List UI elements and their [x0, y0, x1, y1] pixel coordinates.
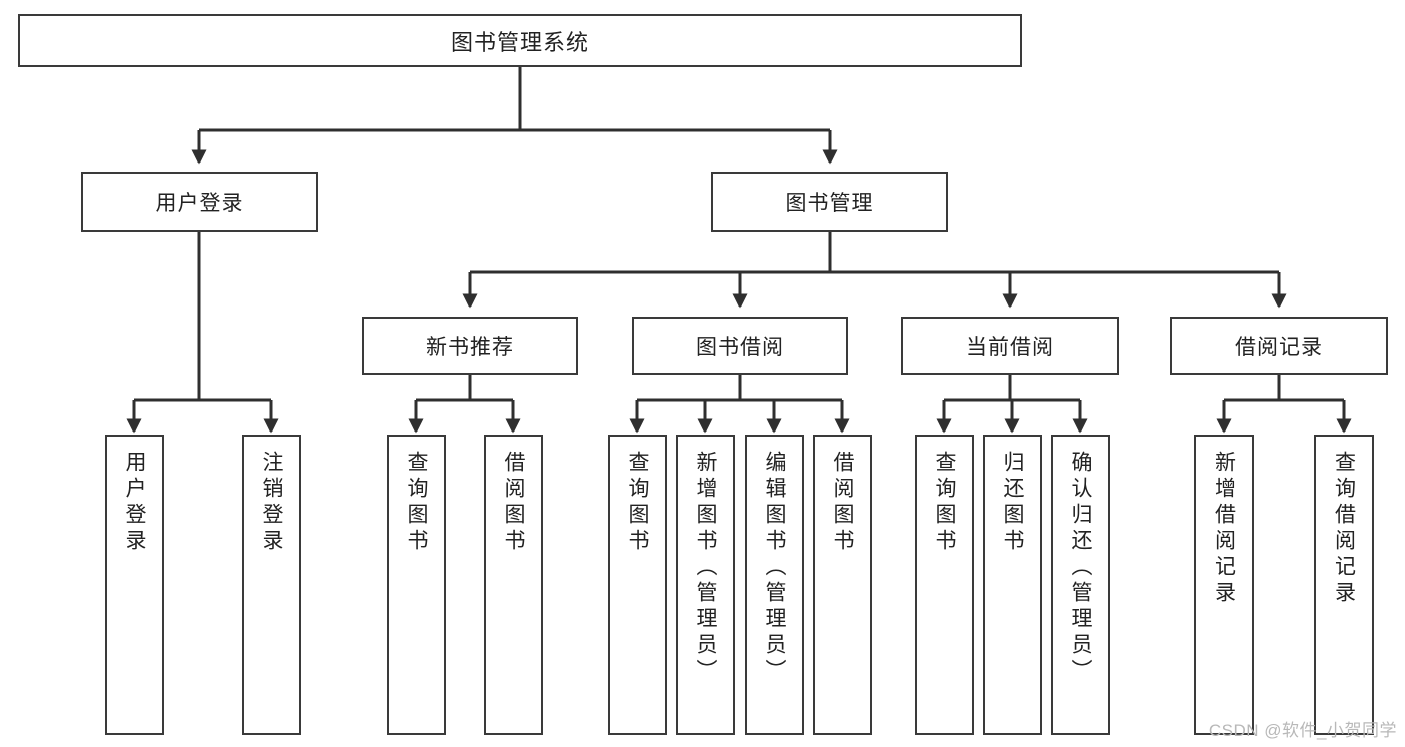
node-label: 编辑图书（管理员） — [763, 451, 786, 685]
node-label: 借阅图书 — [502, 451, 525, 555]
node-label: 查询图书 — [626, 451, 649, 555]
node-label: 确认归还（管理员） — [1069, 451, 1092, 685]
node-label: 当前借阅 — [966, 336, 1054, 359]
node-label: 图书借阅 — [696, 336, 784, 359]
leaf-return-book[interactable]: 归还图书 — [983, 435, 1042, 735]
leaf-query-book-2[interactable]: 查询图书 — [608, 435, 667, 735]
leaf-query-book-1[interactable]: 查询图书 — [387, 435, 446, 735]
node-label: 查询借阅记录 — [1332, 451, 1356, 607]
node-book-management[interactable]: 图书管理 — [711, 172, 948, 232]
watermark-text: CSDN @软件_小贺同学 — [1208, 721, 1397, 740]
node-label: 借阅图书 — [831, 451, 854, 555]
leaf-logout-login[interactable]: 注销登录 — [242, 435, 301, 735]
node-label: 新增图书（管理员） — [694, 451, 717, 685]
node-borrow-record[interactable]: 借阅记录 — [1170, 317, 1388, 375]
node-label: 图书管理系统 — [450, 29, 589, 55]
node-label: 借阅记录 — [1235, 336, 1323, 359]
leaf-query-book-3[interactable]: 查询图书 — [915, 435, 974, 735]
node-current-borrow[interactable]: 当前借阅 — [901, 317, 1119, 375]
leaf-confirm-return[interactable]: 确认归还（管理员） — [1051, 435, 1110, 735]
node-label: 图书管理 — [785, 192, 874, 215]
node-user-login[interactable]: 用户登录 — [81, 172, 318, 232]
node-label: 注销登录 — [260, 451, 283, 555]
node-label: 用户登录 — [123, 451, 146, 555]
node-label: 新书推荐 — [426, 336, 514, 359]
leaf-borrow-book-1[interactable]: 借阅图书 — [484, 435, 543, 735]
node-label: 查询图书 — [933, 451, 956, 555]
leaf-user-login[interactable]: 用户登录 — [105, 435, 164, 735]
node-label: 新增借阅记录 — [1212, 451, 1236, 607]
leaf-borrow-book-2[interactable]: 借阅图书 — [813, 435, 872, 735]
leaf-query-record[interactable]: 查询借阅记录 — [1314, 435, 1374, 735]
node-new-book-recommend[interactable]: 新书推荐 — [362, 317, 578, 375]
leaf-add-record[interactable]: 新增借阅记录 — [1194, 435, 1254, 735]
node-book-borrow[interactable]: 图书借阅 — [632, 317, 848, 375]
node-root-book-management-system[interactable]: 图书管理系统 — [18, 14, 1022, 67]
leaf-add-book[interactable]: 新增图书（管理员） — [676, 435, 735, 735]
node-label: 查询图书 — [405, 451, 428, 555]
node-label: 归还图书 — [1001, 451, 1024, 555]
leaf-edit-book[interactable]: 编辑图书（管理员） — [745, 435, 804, 735]
node-label: 用户登录 — [155, 192, 244, 215]
